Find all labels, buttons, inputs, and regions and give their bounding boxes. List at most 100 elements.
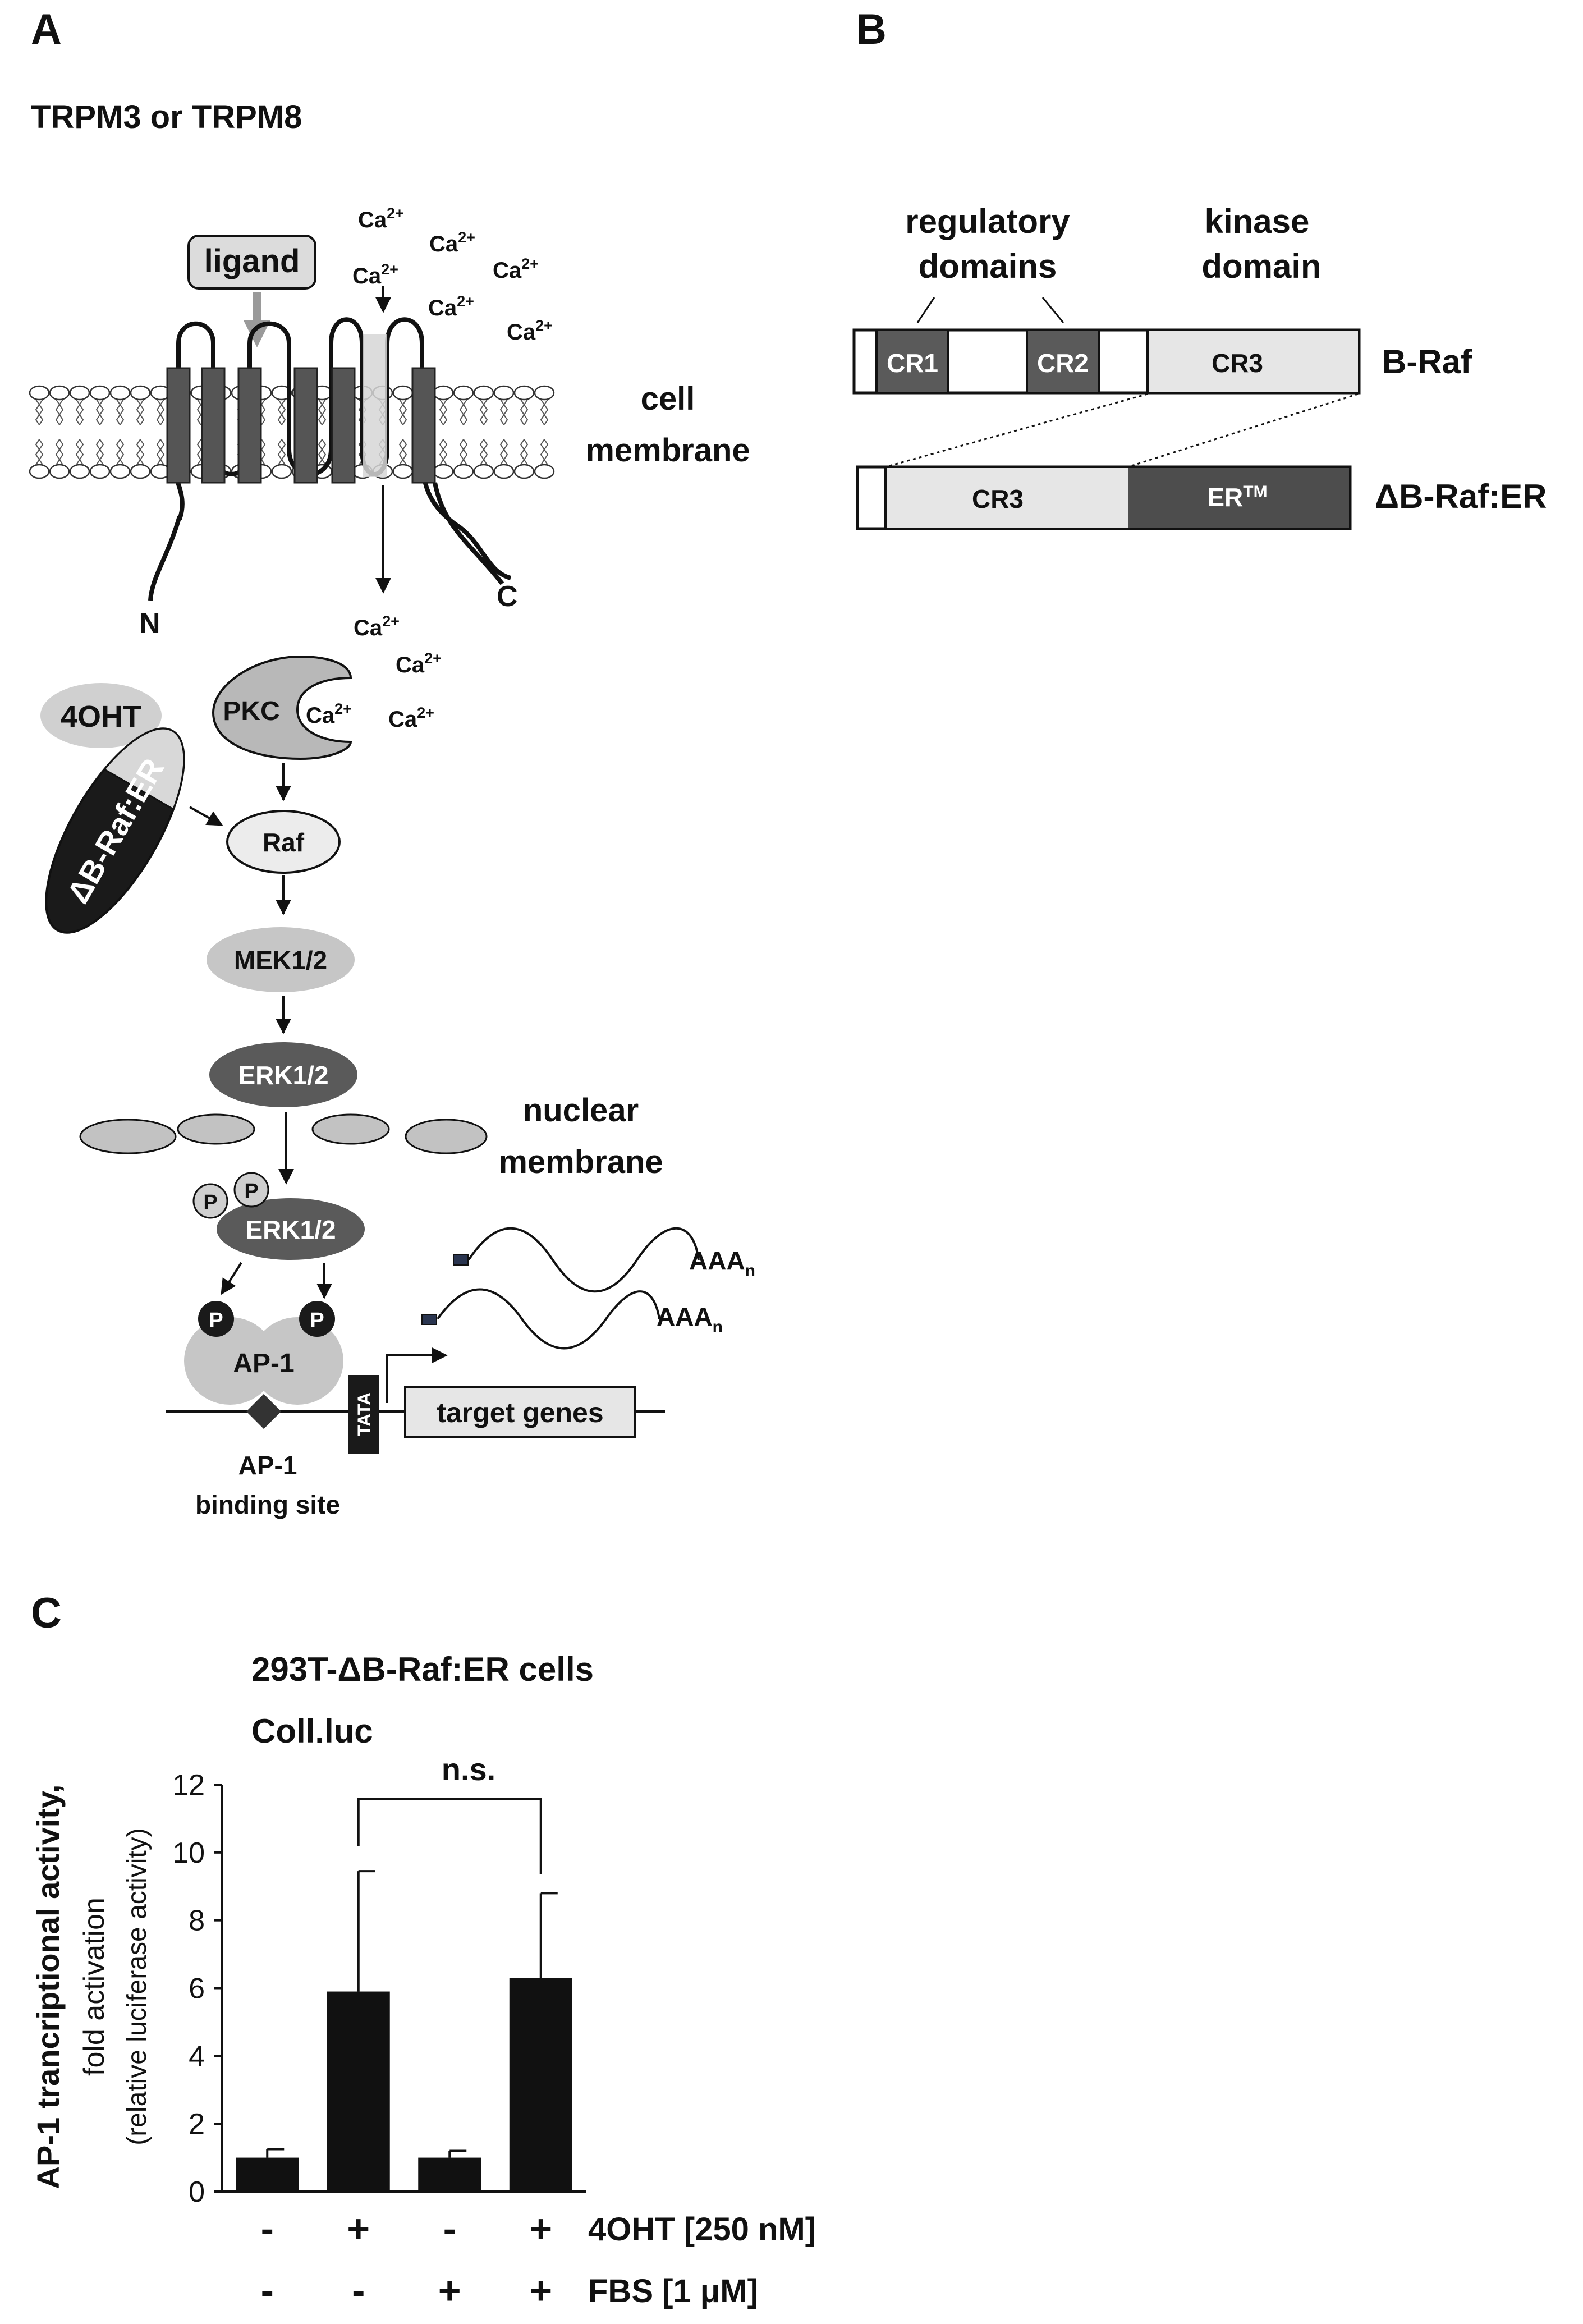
- calcium-ion: Ca2+: [429, 229, 475, 256]
- tata-box: [348, 1375, 379, 1454]
- lipid-tail: [540, 439, 545, 465]
- lipid-tail: [462, 439, 468, 465]
- panel-a-letter: A: [31, 6, 62, 53]
- lipid-tail: [38, 439, 44, 465]
- panel-c: C 293T-ΔB-Raf:ER cells Coll.luc AP-1 tra…: [30, 1589, 816, 2312]
- lipid-head: [473, 385, 494, 401]
- calcium-ion: Ca2+: [396, 650, 442, 677]
- cr2-domain: [1027, 331, 1099, 392]
- panel-c-letter: C: [31, 1589, 62, 1637]
- lipid-head: [69, 464, 90, 479]
- lipid-head: [392, 385, 414, 401]
- lipid-tail: [99, 399, 104, 425]
- lipid-tail: [402, 399, 407, 425]
- binding-site-label: AP-1: [238, 1451, 297, 1480]
- lipid-head: [433, 385, 454, 401]
- raf-ellipse: [226, 810, 341, 874]
- y-tick-label: 4: [189, 2040, 205, 2073]
- significance-bracket: [357, 1798, 542, 1874]
- truncation-connector: [885, 393, 1148, 468]
- lipid-tail: [459, 399, 465, 425]
- ap1-subunit: [184, 1317, 276, 1405]
- mek-label: MEK1/2: [234, 946, 327, 975]
- lipid-tail: [139, 439, 145, 465]
- calcium-intracellular: Ca2+ Ca2+ Ca2+: [354, 613, 442, 732]
- fusion-protein-er-region: [103, 727, 185, 811]
- lipid-tail: [119, 439, 125, 465]
- phosphate-dark: [198, 1301, 234, 1337]
- pkc-shape: [212, 655, 352, 760]
- lipid-tail: [479, 399, 485, 425]
- condition-sign-4oht: -: [443, 2207, 456, 2250]
- lipid-tail: [260, 399, 266, 425]
- significance-label: n.s.: [442, 1752, 495, 1787]
- target-genes-box: [404, 1386, 636, 1438]
- lipid-head: [513, 385, 535, 401]
- y-axis-title-line: (relative luciferase activity): [122, 1828, 152, 2146]
- lipid-head: [69, 385, 90, 401]
- row-label-4oht: 4OHT [250 nM]: [588, 2211, 816, 2248]
- lipid-tail: [139, 399, 145, 425]
- lipid-tail: [156, 439, 162, 465]
- panel-a: A TRPM3 or TRPM8 ligand Ca2+ Ca2+ Ca2+ C…: [29, 6, 755, 1519]
- lipid-head: [473, 464, 494, 479]
- lipid-head: [271, 464, 292, 479]
- lipid-head: [49, 385, 70, 401]
- calcium-ion: Ca2+: [352, 261, 398, 288]
- nuclear-membrane-label: membrane: [498, 1144, 663, 1180]
- lipid-tail: [281, 439, 286, 465]
- lipid-tail: [503, 399, 508, 425]
- lipid-tail: [462, 399, 468, 425]
- lipid-head: [89, 464, 111, 479]
- n-terminal-tail: [148, 515, 182, 601]
- lipid-tail: [159, 439, 165, 465]
- lipid-tail: [79, 439, 84, 465]
- c-terminus-label: C: [497, 580, 518, 613]
- ligand-label: ligand: [204, 243, 300, 279]
- erk-to-ap1-arrow: [221, 1262, 242, 1295]
- regulatory-label: regulatory: [905, 203, 1070, 240]
- phosphate-label: P: [244, 1180, 258, 1203]
- lipid-tail: [499, 439, 505, 465]
- erk-label: ERK1/2: [238, 1061, 328, 1090]
- cr3-label: CR3: [1212, 349, 1263, 378]
- y-axis-title: AP-1 trancriptional activity, fold activ…: [30, 1785, 152, 2189]
- lipid-head: [493, 464, 515, 479]
- lipid-head: [130, 385, 151, 401]
- lipid-head: [534, 464, 555, 479]
- calcium-ion: Ca2+: [388, 704, 434, 732]
- condition-sign-fbs: +: [529, 2268, 552, 2312]
- transmembrane-segment: [331, 367, 356, 484]
- lipid-tail: [277, 439, 283, 465]
- cr3-domain: [1148, 331, 1358, 392]
- phospho-erk-label: ERK1/2: [245, 1215, 336, 1244]
- lipid-tail: [159, 399, 165, 425]
- fusion-cr3-label: CR3: [972, 484, 1024, 514]
- fusion-to-raf-arrow: [189, 806, 223, 826]
- lipid-tail: [439, 439, 444, 465]
- lipid-tail: [402, 439, 407, 465]
- cr1-label: CR1: [887, 349, 938, 378]
- pore-region: [363, 334, 387, 477]
- erk-ellipse: [209, 1042, 357, 1107]
- n-terminus-label: N: [139, 607, 160, 640]
- panel-b: B regulatory domains kinase domain CR1 C…: [852, 6, 1547, 530]
- lipid-head: [453, 385, 474, 401]
- lipid-tail: [483, 399, 488, 425]
- lipid-tail: [543, 439, 549, 465]
- lipid-tail: [136, 439, 141, 465]
- trp-channel: [148, 317, 512, 601]
- lipid-head: [493, 385, 515, 401]
- lipid-tail: [116, 399, 121, 425]
- regulatory-pointer: [1041, 297, 1064, 323]
- lipid-head: [130, 464, 151, 479]
- condition-sign-fbs: -: [261, 2268, 274, 2312]
- regulatory-label: domains: [919, 247, 1057, 285]
- lipid-tail: [318, 399, 323, 425]
- nuclear-pore-segment: [79, 1119, 177, 1154]
- bar: [236, 2157, 299, 2192]
- lipid-tail: [277, 399, 283, 425]
- regulatory-pointer: [916, 297, 935, 323]
- y-axis-title-line: AP-1 trancriptional activity,: [30, 1785, 66, 2189]
- condition-sign-4oht: -: [261, 2207, 274, 2250]
